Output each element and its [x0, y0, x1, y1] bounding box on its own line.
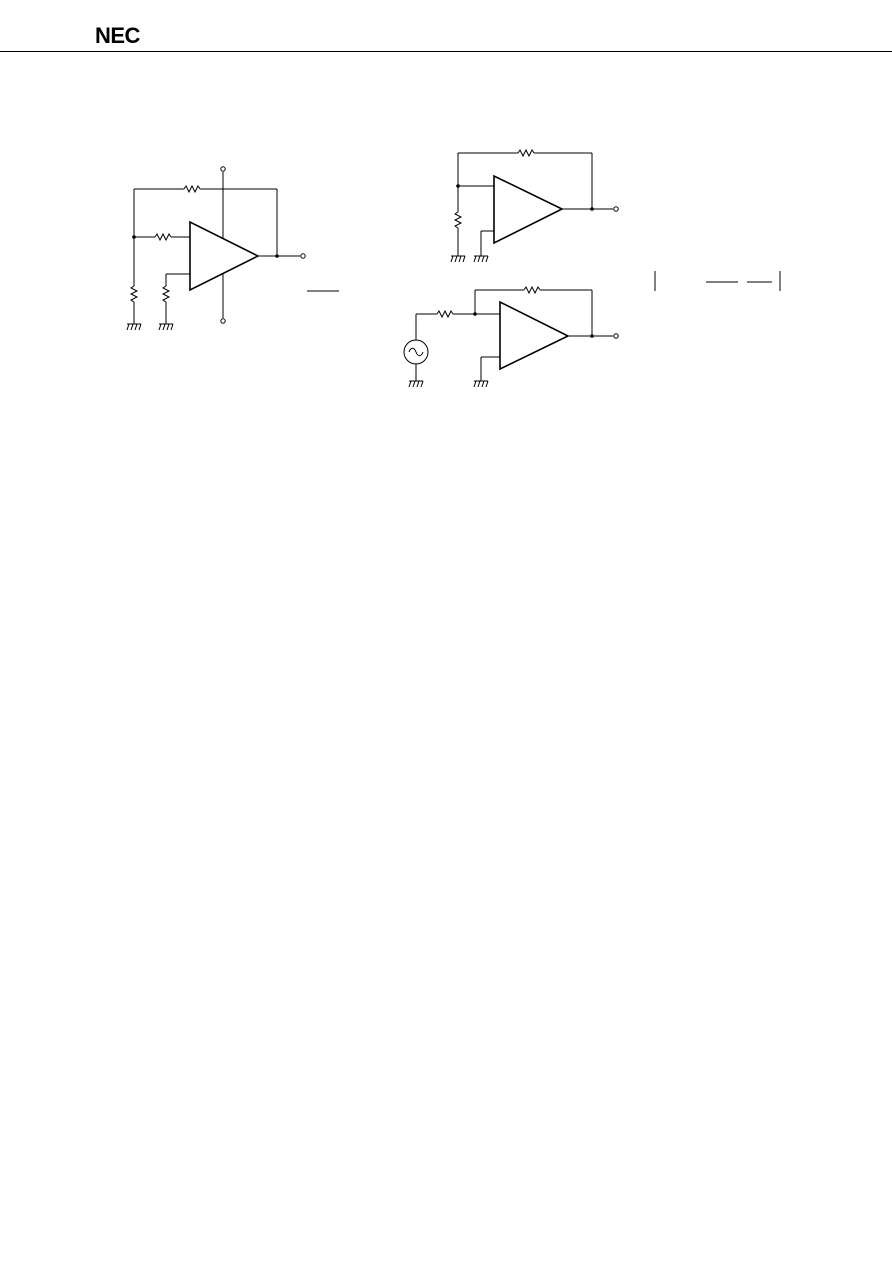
ground-symbol	[473, 255, 489, 263]
ground-resistor-2	[161, 285, 171, 303]
op-amp-3	[499, 300, 570, 371]
circuit-3	[403, 285, 619, 388]
ground-symbol	[158, 323, 174, 331]
ground-symbol	[126, 323, 142, 331]
supply-bottom-terminal	[220, 318, 226, 324]
feedback-resistor-2	[517, 148, 535, 158]
feedback-resistor-3	[523, 285, 541, 295]
output-terminal-3	[613, 333, 619, 339]
logo-text: NEC	[95, 24, 141, 44]
schematics	[126, 148, 781, 388]
feedback-resistor-1	[183, 184, 201, 194]
header-rule	[0, 51, 892, 52]
ground-symbol	[473, 380, 489, 388]
circuit-2	[450, 148, 619, 263]
circuit-1	[126, 166, 339, 331]
ac-source	[403, 339, 429, 365]
op-amp-2	[493, 174, 564, 245]
ground-resistor-3	[453, 211, 463, 229]
input-resistor-1	[154, 232, 172, 242]
supply-top-terminal	[220, 166, 226, 172]
op-amp-1	[189, 220, 260, 292]
ground-symbol	[408, 380, 424, 388]
output-terminal-2	[613, 206, 619, 212]
page-header: NEC	[0, 0, 892, 52]
output-terminal-1	[300, 253, 306, 259]
ground-symbol	[450, 255, 466, 263]
nec-logo: NEC	[95, 24, 141, 44]
input-resistor-3	[436, 309, 454, 319]
ground-resistor-1	[129, 285, 139, 303]
formula-fragment	[654, 271, 781, 291]
